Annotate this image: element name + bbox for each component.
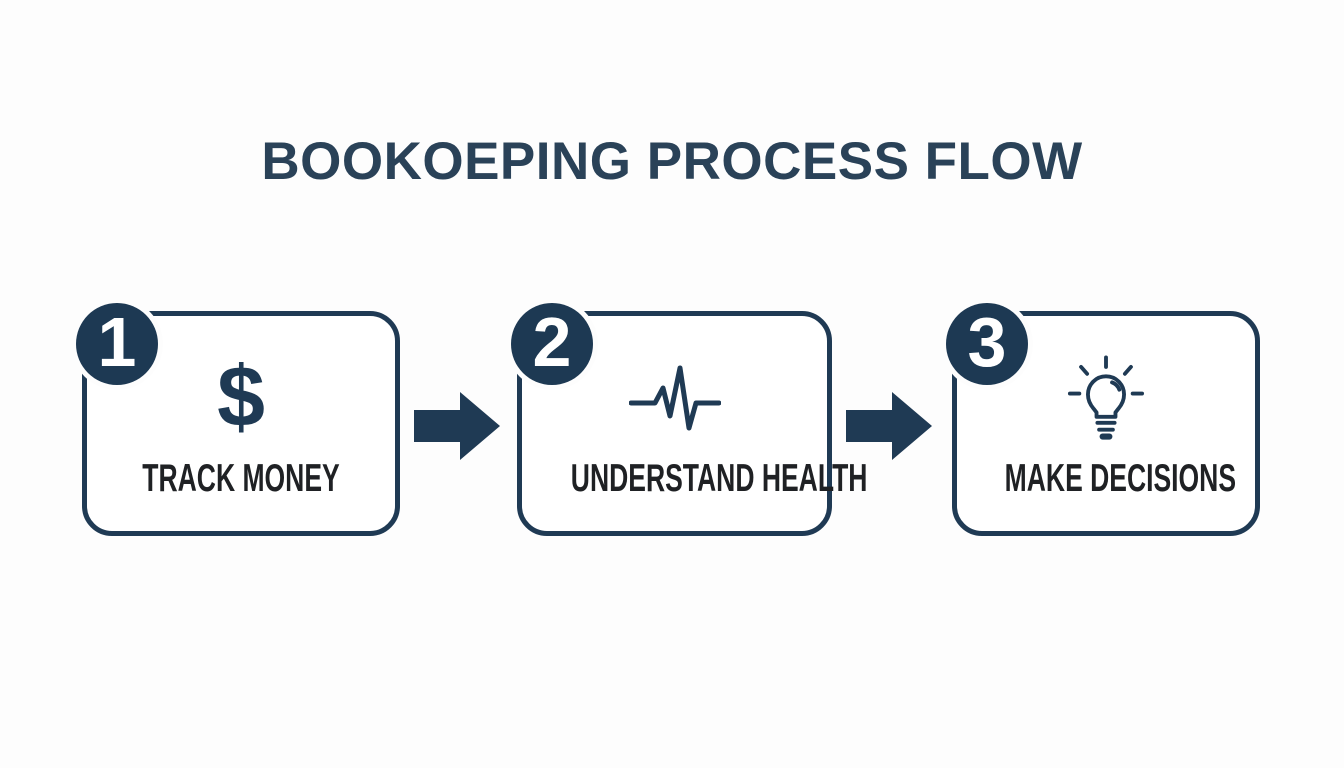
step-icon-wrap	[522, 349, 827, 445]
step-box-understand-health: 2 UNDERSTAND HEALTH	[511, 303, 868, 536]
step-box-track-money: 1 $ TRACK MONEY	[76, 303, 400, 536]
lightbulb-icon	[1067, 355, 1145, 440]
step-number: 3	[967, 303, 1007, 381]
dollar-icon: $	[217, 349, 265, 445]
step-number: 1	[97, 303, 137, 381]
step-number-badge: 2	[511, 303, 593, 385]
step-label: TRACK MONEY	[142, 457, 340, 500]
pulse-icon	[628, 365, 721, 431]
step-number-badge: 1	[76, 303, 158, 385]
step-number: 2	[532, 303, 572, 381]
step-icon-wrap	[957, 349, 1255, 445]
step-label: UNDERSTAND HEALTH	[570, 457, 868, 500]
page-title: BOOKOEPING PROCESS FLOW	[261, 132, 1083, 191]
step-number-badge: 3	[946, 303, 1028, 385]
step-label: MAKE DECISIONS	[1004, 457, 1237, 500]
step-icon-wrap: $	[87, 349, 395, 445]
arrow-right-icon	[414, 392, 500, 460]
arrow-right-icon	[846, 392, 932, 460]
step-box-make-decisions: 3 MAKE DECISIONS	[946, 303, 1260, 536]
